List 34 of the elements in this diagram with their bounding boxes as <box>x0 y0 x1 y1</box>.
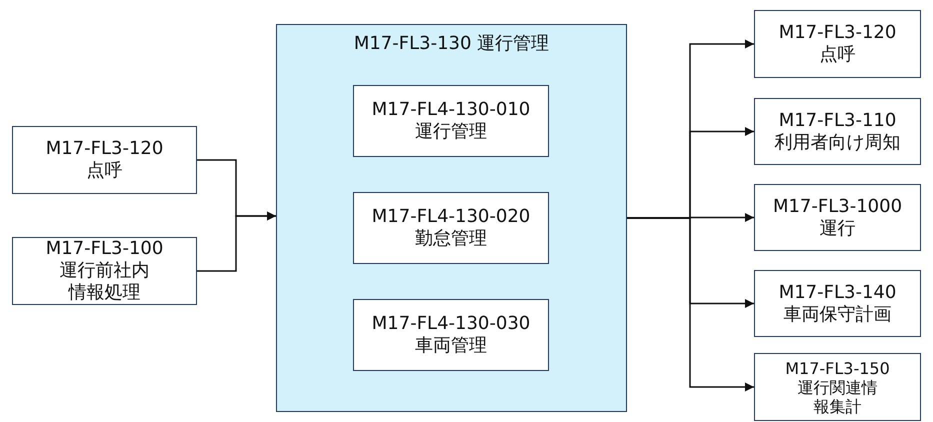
process-code: M17-FL4-130-010 <box>372 99 530 121</box>
process-box <box>754 184 921 251</box>
subprocess-box <box>353 299 549 371</box>
process-box <box>754 270 921 337</box>
process-box <box>12 126 197 194</box>
process-name: 運行前社内情報処理 <box>60 260 150 304</box>
process-code: M17-FL3-100 <box>46 238 164 260</box>
process-name: 運行管理 <box>415 121 487 143</box>
process-box <box>12 237 197 305</box>
process-box <box>754 98 921 165</box>
process-code: M17-FL3-140 <box>778 282 896 304</box>
process-code: M17-FL3-1000 <box>772 196 902 218</box>
arrow <box>627 217 754 392</box>
process-name: 勤怠管理 <box>415 228 487 250</box>
process-code: M17-FL3-110 <box>778 110 896 132</box>
process-code: M17-FL3-120 <box>778 22 896 44</box>
process-code: M17-FL4-130-020 <box>372 206 530 228</box>
process-name: 利用者向け周知 <box>774 132 900 154</box>
process-name: 車両保守計画 <box>784 304 892 326</box>
group-box <box>276 24 627 412</box>
subprocess-box <box>353 192 549 264</box>
process-name: 車両管理 <box>415 335 487 357</box>
process-code: M17-FL3-120 <box>46 138 164 160</box>
group-title: M17-FL3-130 運行管理 <box>354 33 550 55</box>
process-name: 運行関連情報集計 <box>796 378 878 416</box>
process-name: 点呼 <box>86 160 122 182</box>
subprocess-box <box>353 85 549 157</box>
process-code: M17-FL3-150 <box>785 358 890 378</box>
process-code: M17-FL4-130-030 <box>372 313 530 335</box>
process-box <box>754 10 921 78</box>
process-box <box>754 353 921 421</box>
arrow <box>197 212 276 272</box>
process-name: 運行 <box>820 218 856 240</box>
process-name: 点呼 <box>820 44 856 66</box>
